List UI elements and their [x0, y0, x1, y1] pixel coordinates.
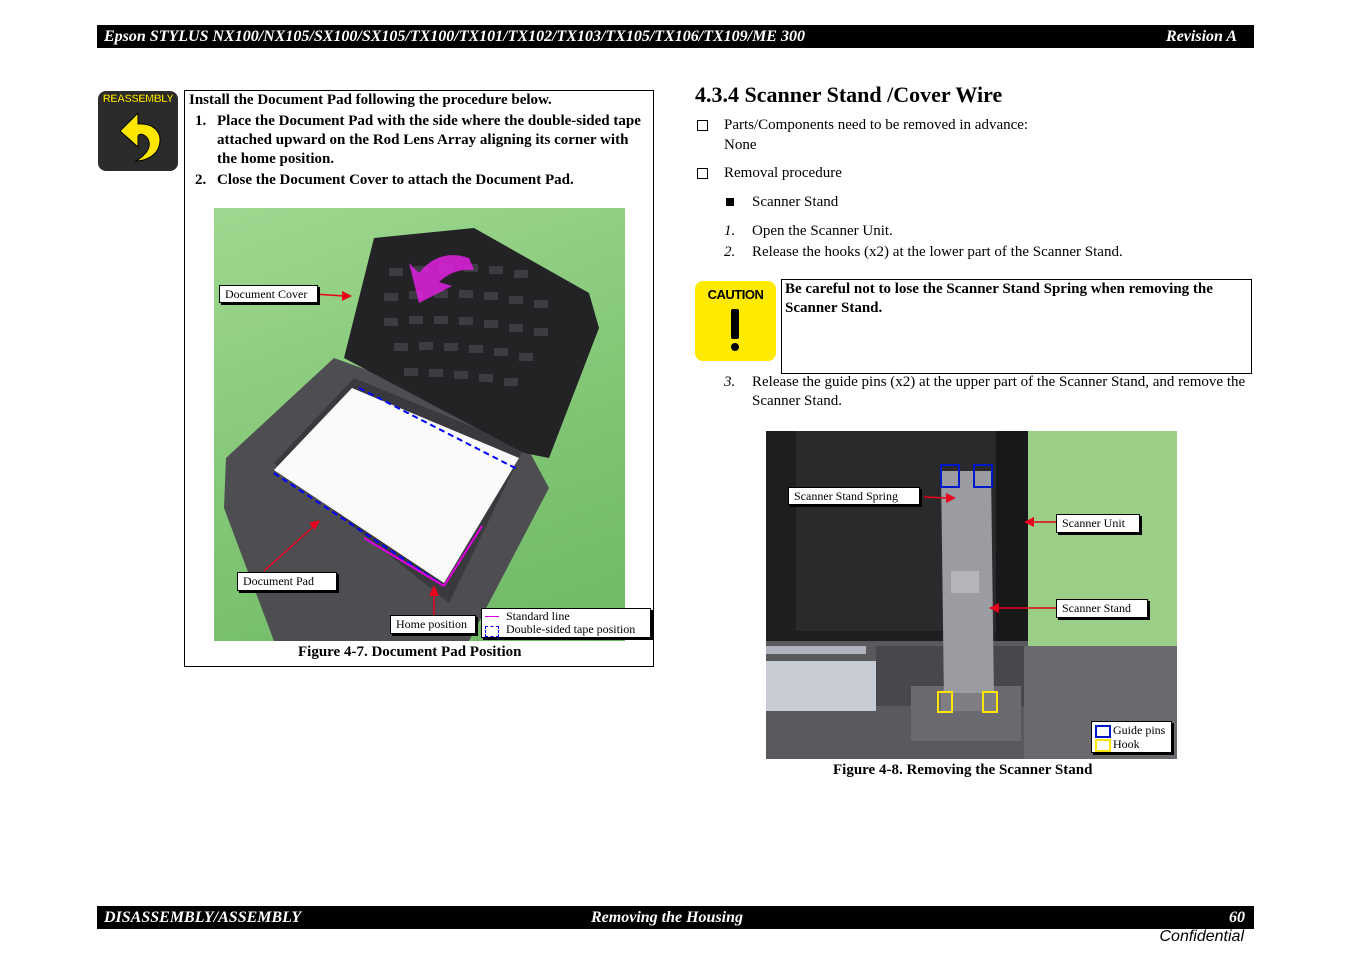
- step-text: Release the hooks (x2) at the lower part…: [752, 244, 1123, 260]
- footer-chapter: DISASSEMBLY/ASSEMBLY: [104, 909, 302, 926]
- step-number: 3.: [724, 374, 736, 390]
- callout-scanner-unit: Scanner Unit: [1056, 514, 1140, 533]
- callout-document-cover: Document Cover: [219, 285, 318, 303]
- sub-item-scanner-stand: Scanner Stand: [752, 194, 839, 210]
- checkbox-bullet: [697, 168, 708, 179]
- legend-scanner-stand: Guide pins Hook: [1091, 721, 1172, 753]
- reassembly-steps: 1. Place the Document Pad with the side …: [195, 112, 645, 192]
- callout-scanner-stand-spring: Scanner Stand Spring: [788, 487, 920, 505]
- undo-arrow-icon: [119, 111, 161, 162]
- parts-label: Parts/Components need to be removed in a…: [724, 117, 1029, 133]
- reassembly-step: 1. Place the Document Pad with the side …: [195, 113, 641, 167]
- scanner-stand-photo: [766, 431, 1177, 759]
- checkbox-bullet: [697, 120, 708, 131]
- reassembly-title: Install the Document Pad following the p…: [189, 92, 552, 108]
- standard-line-swatch: [485, 616, 499, 617]
- hook-swatch: [1095, 739, 1111, 752]
- step-text: Release the guide pins (x2) at the upper…: [752, 374, 1246, 409]
- step-text: Open the Scanner Unit.: [752, 223, 893, 239]
- legend-guide-pins: Guide pins: [1113, 723, 1166, 737]
- legend-document-pad: Standard line Double-sided tape position: [481, 608, 651, 638]
- legend-tape: Double-sided tape position: [506, 622, 636, 636]
- callout-home-position: Home position: [390, 615, 476, 634]
- callout-scanner-stand: Scanner Stand: [1056, 599, 1148, 618]
- tape-swatch: [485, 626, 499, 637]
- legend-standard-line: Standard line: [506, 609, 570, 623]
- footer-page-number: 60: [1229, 909, 1245, 926]
- printer-illustration: [224, 228, 599, 641]
- reassembly-note: Install the Document Pad following the p…: [184, 90, 654, 667]
- confidential-label: Confidential: [1159, 928, 1245, 945]
- caution-icon: CAUTION: [695, 281, 776, 361]
- header-revision: Revision A: [1166, 28, 1237, 45]
- callout-document-pad: Document Pad: [237, 572, 337, 591]
- caution-box: Be careful not to lose the Scanner Stand…: [781, 279, 1252, 374]
- exclamation-icon: [731, 309, 739, 339]
- reassembly-icon: REASSEMBLY: [98, 91, 178, 171]
- footer-bar: DISASSEMBLY/ASSEMBLY Removing the Housin…: [97, 906, 1254, 929]
- scanner-stand-illustration: [766, 431, 1177, 759]
- footer-section: Removing the Housing: [591, 909, 744, 926]
- exclamation-dot: [731, 343, 739, 351]
- figure-caption-4-8: Figure 4-8. Removing the Scanner Stand: [833, 762, 1093, 778]
- header-bar: Epson STYLUS NX100/NX105/SX100/SX105/TX1…: [97, 25, 1254, 48]
- figure-caption-4-7: Figure 4-7. Document Pad Position: [298, 644, 522, 660]
- square-bullet: [726, 198, 734, 206]
- header-title: Epson STYLUS NX100/NX105/SX100/SX105/TX1…: [104, 28, 805, 45]
- guide-pin-swatch: [1095, 725, 1111, 738]
- legend-hook: Hook: [1113, 737, 1140, 751]
- section-title: 4.3.4 Scanner Stand /Cover Wire: [695, 82, 1003, 107]
- parts-value: None: [724, 137, 757, 153]
- step-number: 2.: [724, 244, 736, 260]
- procedure-label: Removal procedure: [724, 165, 842, 181]
- step-number: 1.: [724, 223, 736, 239]
- document-pad-photo: [214, 208, 625, 641]
- reassembly-step: 2. Close the Document Cover to attach th…: [195, 172, 574, 188]
